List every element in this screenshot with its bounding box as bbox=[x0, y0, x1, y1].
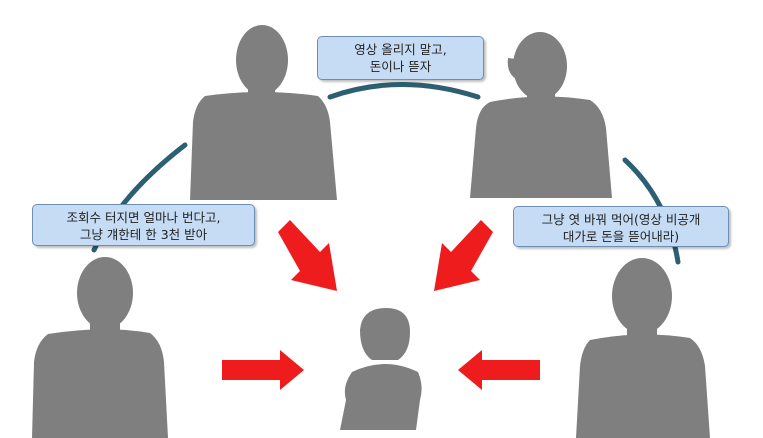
arrow-from-right bbox=[458, 350, 540, 390]
speech-bubble-top-line2: 돈이나 뜯자 bbox=[369, 59, 432, 74]
speech-bubble-top-line1: 영상 올리지 말고, bbox=[354, 42, 447, 57]
person-top-left bbox=[190, 25, 337, 200]
speech-bubble-right: 그냥 엿 바꿔 먹어(영상 비공개 대가로 돈을 뜯어내라) bbox=[513, 206, 729, 247]
arrows bbox=[222, 220, 540, 390]
speech-bubble-left-line2: 그냥 걔한테 한 3천 받아 bbox=[79, 227, 208, 242]
speech-bubble-right-line1: 그냥 엿 바꿔 먹어(영상 비공개 bbox=[541, 212, 701, 227]
speech-bubble-right-line2: 대가로 돈을 뜯어내라) bbox=[562, 229, 680, 244]
person-top-right bbox=[470, 32, 612, 198]
arrow-from-left bbox=[222, 350, 304, 390]
arrow-from-top-left bbox=[278, 220, 337, 291]
victim-center bbox=[340, 308, 422, 430]
person-bottom-left bbox=[32, 257, 168, 438]
arrow-from-top-right bbox=[434, 220, 493, 291]
speech-bubble-left-line1: 조회수 터지면 얼마나 번다고, bbox=[66, 210, 221, 225]
speech-bubble-left: 조회수 터지면 얼마나 번다고, 그냥 걔한테 한 3천 받아 bbox=[32, 204, 255, 246]
person-bottom-right bbox=[576, 258, 710, 438]
speech-bubble-top: 영상 올리지 말고, 돈이나 뜯자 bbox=[317, 36, 484, 80]
